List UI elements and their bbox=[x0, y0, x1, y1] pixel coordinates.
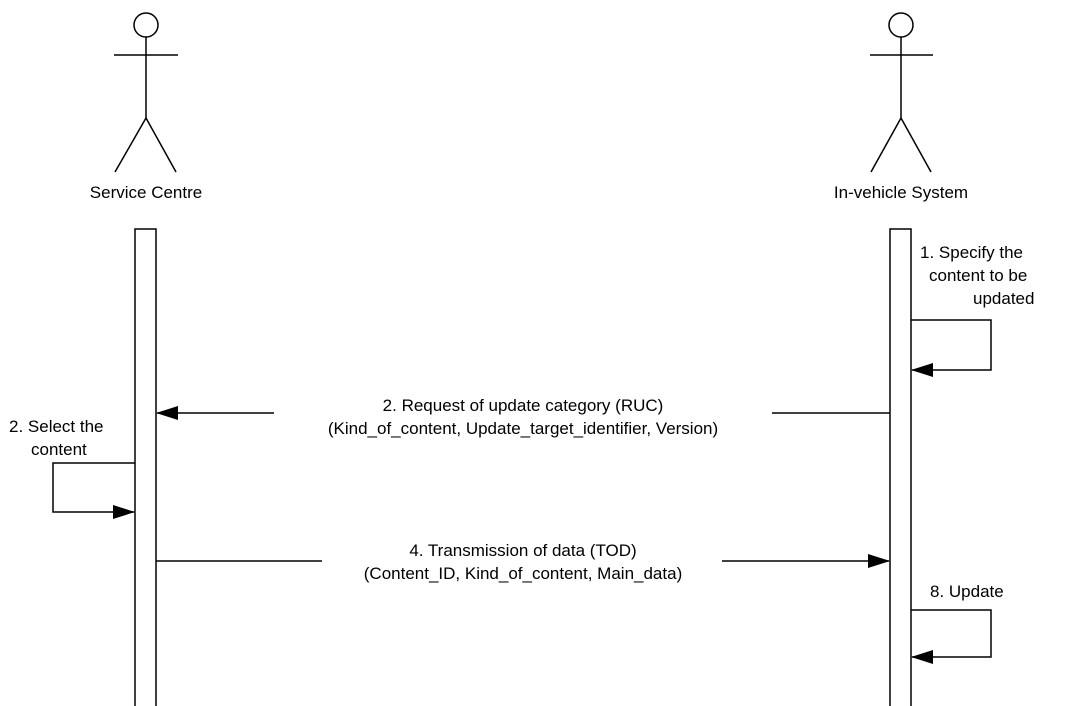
request-update-category-label: 2. Request of update category (RUC) bbox=[383, 396, 664, 415]
update-line-1: 8. Update bbox=[930, 582, 1004, 601]
service-centre-actor-figure bbox=[114, 12, 178, 173]
specify-content-step-label: 1. Specify the content to be updated bbox=[920, 243, 1034, 308]
service-centre-lifeline bbox=[134, 228, 157, 706]
specify-content-line-2: content to be bbox=[929, 266, 1027, 285]
update-step-label: 8. Update bbox=[930, 582, 1004, 601]
service-centre-actor-label: Service Centre bbox=[90, 183, 202, 202]
update-self-arrow bbox=[911, 609, 992, 664]
in-vehicle-system-actor-label: In-vehicle System bbox=[834, 183, 968, 202]
request-update-category-params: (Kind_of_content, Update_target_identifi… bbox=[328, 419, 718, 438]
select-content-step-label: 2. Select the content bbox=[9, 417, 108, 459]
transmission-of-data-params: (Content_ID, Kind_of_content, Main_data) bbox=[364, 564, 682, 583]
select-content-line-2: content bbox=[31, 440, 87, 459]
specify-content-self-arrow bbox=[911, 319, 992, 377]
transmission-of-data-label: 4. Transmission of data (TOD) bbox=[409, 541, 636, 560]
in-vehicle-system-actor-figure bbox=[870, 12, 933, 173]
specify-content-line-1: 1. Specify the bbox=[920, 243, 1023, 262]
in-vehicle-system-lifeline bbox=[889, 228, 912, 706]
select-content-self-arrow bbox=[52, 462, 135, 519]
specify-content-line-3: updated bbox=[973, 289, 1034, 308]
select-content-line-1: 2. Select the bbox=[9, 417, 104, 436]
